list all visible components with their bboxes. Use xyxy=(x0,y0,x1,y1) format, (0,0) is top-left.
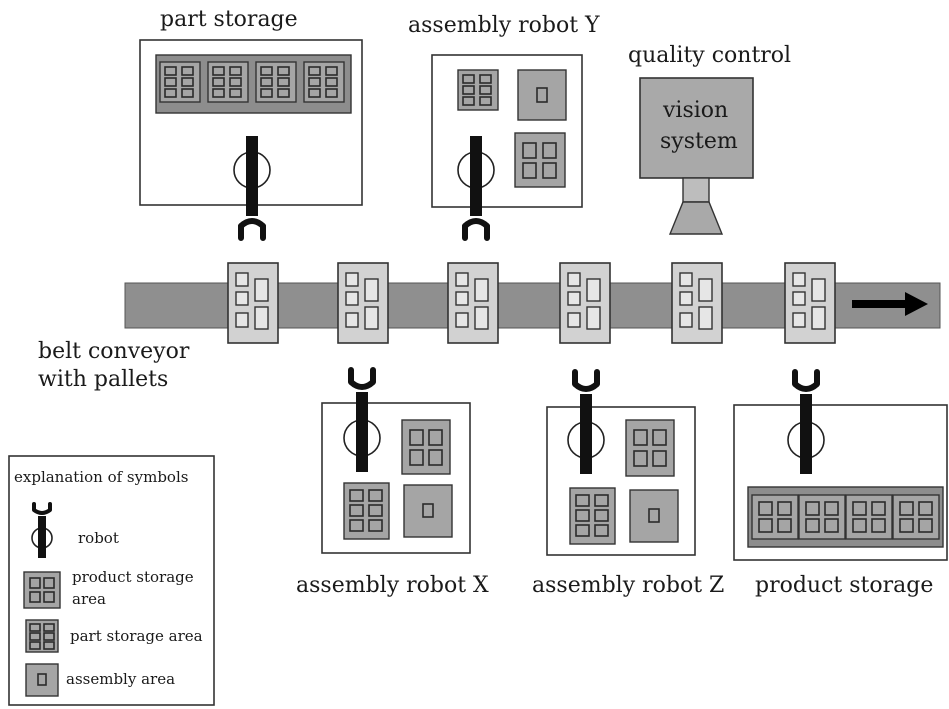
part-storage-area xyxy=(569,487,616,545)
camera-lens xyxy=(668,201,724,235)
part-storage-area xyxy=(457,69,499,111)
part-storage-block-3 xyxy=(255,61,297,103)
pallet-1 xyxy=(227,262,279,344)
vision-label-line2: system xyxy=(660,129,738,154)
legend-title: explanation of symbols xyxy=(14,468,188,486)
product-storage-area xyxy=(401,419,451,475)
product-storage-area xyxy=(625,419,675,477)
part-storage-area xyxy=(343,482,390,540)
legend-product-storage-label-line2: area xyxy=(72,590,106,608)
part-storage-label: part storage xyxy=(160,7,298,32)
assembly-area xyxy=(629,489,679,543)
pallet-3 xyxy=(447,262,499,344)
product-storage-block-2 xyxy=(798,494,846,540)
product-storage-block-4 xyxy=(892,494,940,540)
quality-control-label: quality control xyxy=(628,43,791,68)
assembly-robot-z-label: assembly robot Z xyxy=(532,573,724,598)
right-arrow-icon xyxy=(852,292,928,316)
belt-conveyor-label-line2: with pallets xyxy=(38,367,168,392)
part-storage-block-2 xyxy=(207,61,249,103)
assembly-robot-x-label: assembly robot X xyxy=(296,573,489,598)
part-storage-block-1 xyxy=(159,61,201,103)
legend-product-storage-label-line1: product storage xyxy=(72,568,194,586)
pallet-6 xyxy=(784,262,836,344)
pallet-5 xyxy=(671,262,723,344)
pallet-4 xyxy=(559,262,611,344)
part-storage-block-4 xyxy=(303,61,345,103)
product-storage-area xyxy=(514,132,566,188)
legend-part-storage-swatch xyxy=(25,619,59,653)
vision-system xyxy=(639,77,754,179)
product-storage-block-3 xyxy=(845,494,893,540)
camera-mount xyxy=(682,177,710,203)
legend-part-storage-label: part storage area xyxy=(70,627,203,645)
product-storage-block-1 xyxy=(751,494,799,540)
legend-robot-label: robot xyxy=(78,529,119,547)
belt-conveyor-label-line1: belt conveyor xyxy=(38,339,190,364)
product-storage-label: product storage xyxy=(755,573,933,598)
legend-product-storage-swatch xyxy=(23,571,61,609)
assembly-robot-y-label: assembly robot Y xyxy=(408,13,600,38)
pallet-2 xyxy=(337,262,389,344)
robot-icon xyxy=(31,502,53,558)
legend-assembly-swatch xyxy=(25,663,59,697)
vision-label-line1: vision xyxy=(662,98,728,123)
assembly-area xyxy=(517,69,567,121)
legend-assembly-label: assembly area xyxy=(66,670,175,688)
assembly-area xyxy=(403,484,453,538)
